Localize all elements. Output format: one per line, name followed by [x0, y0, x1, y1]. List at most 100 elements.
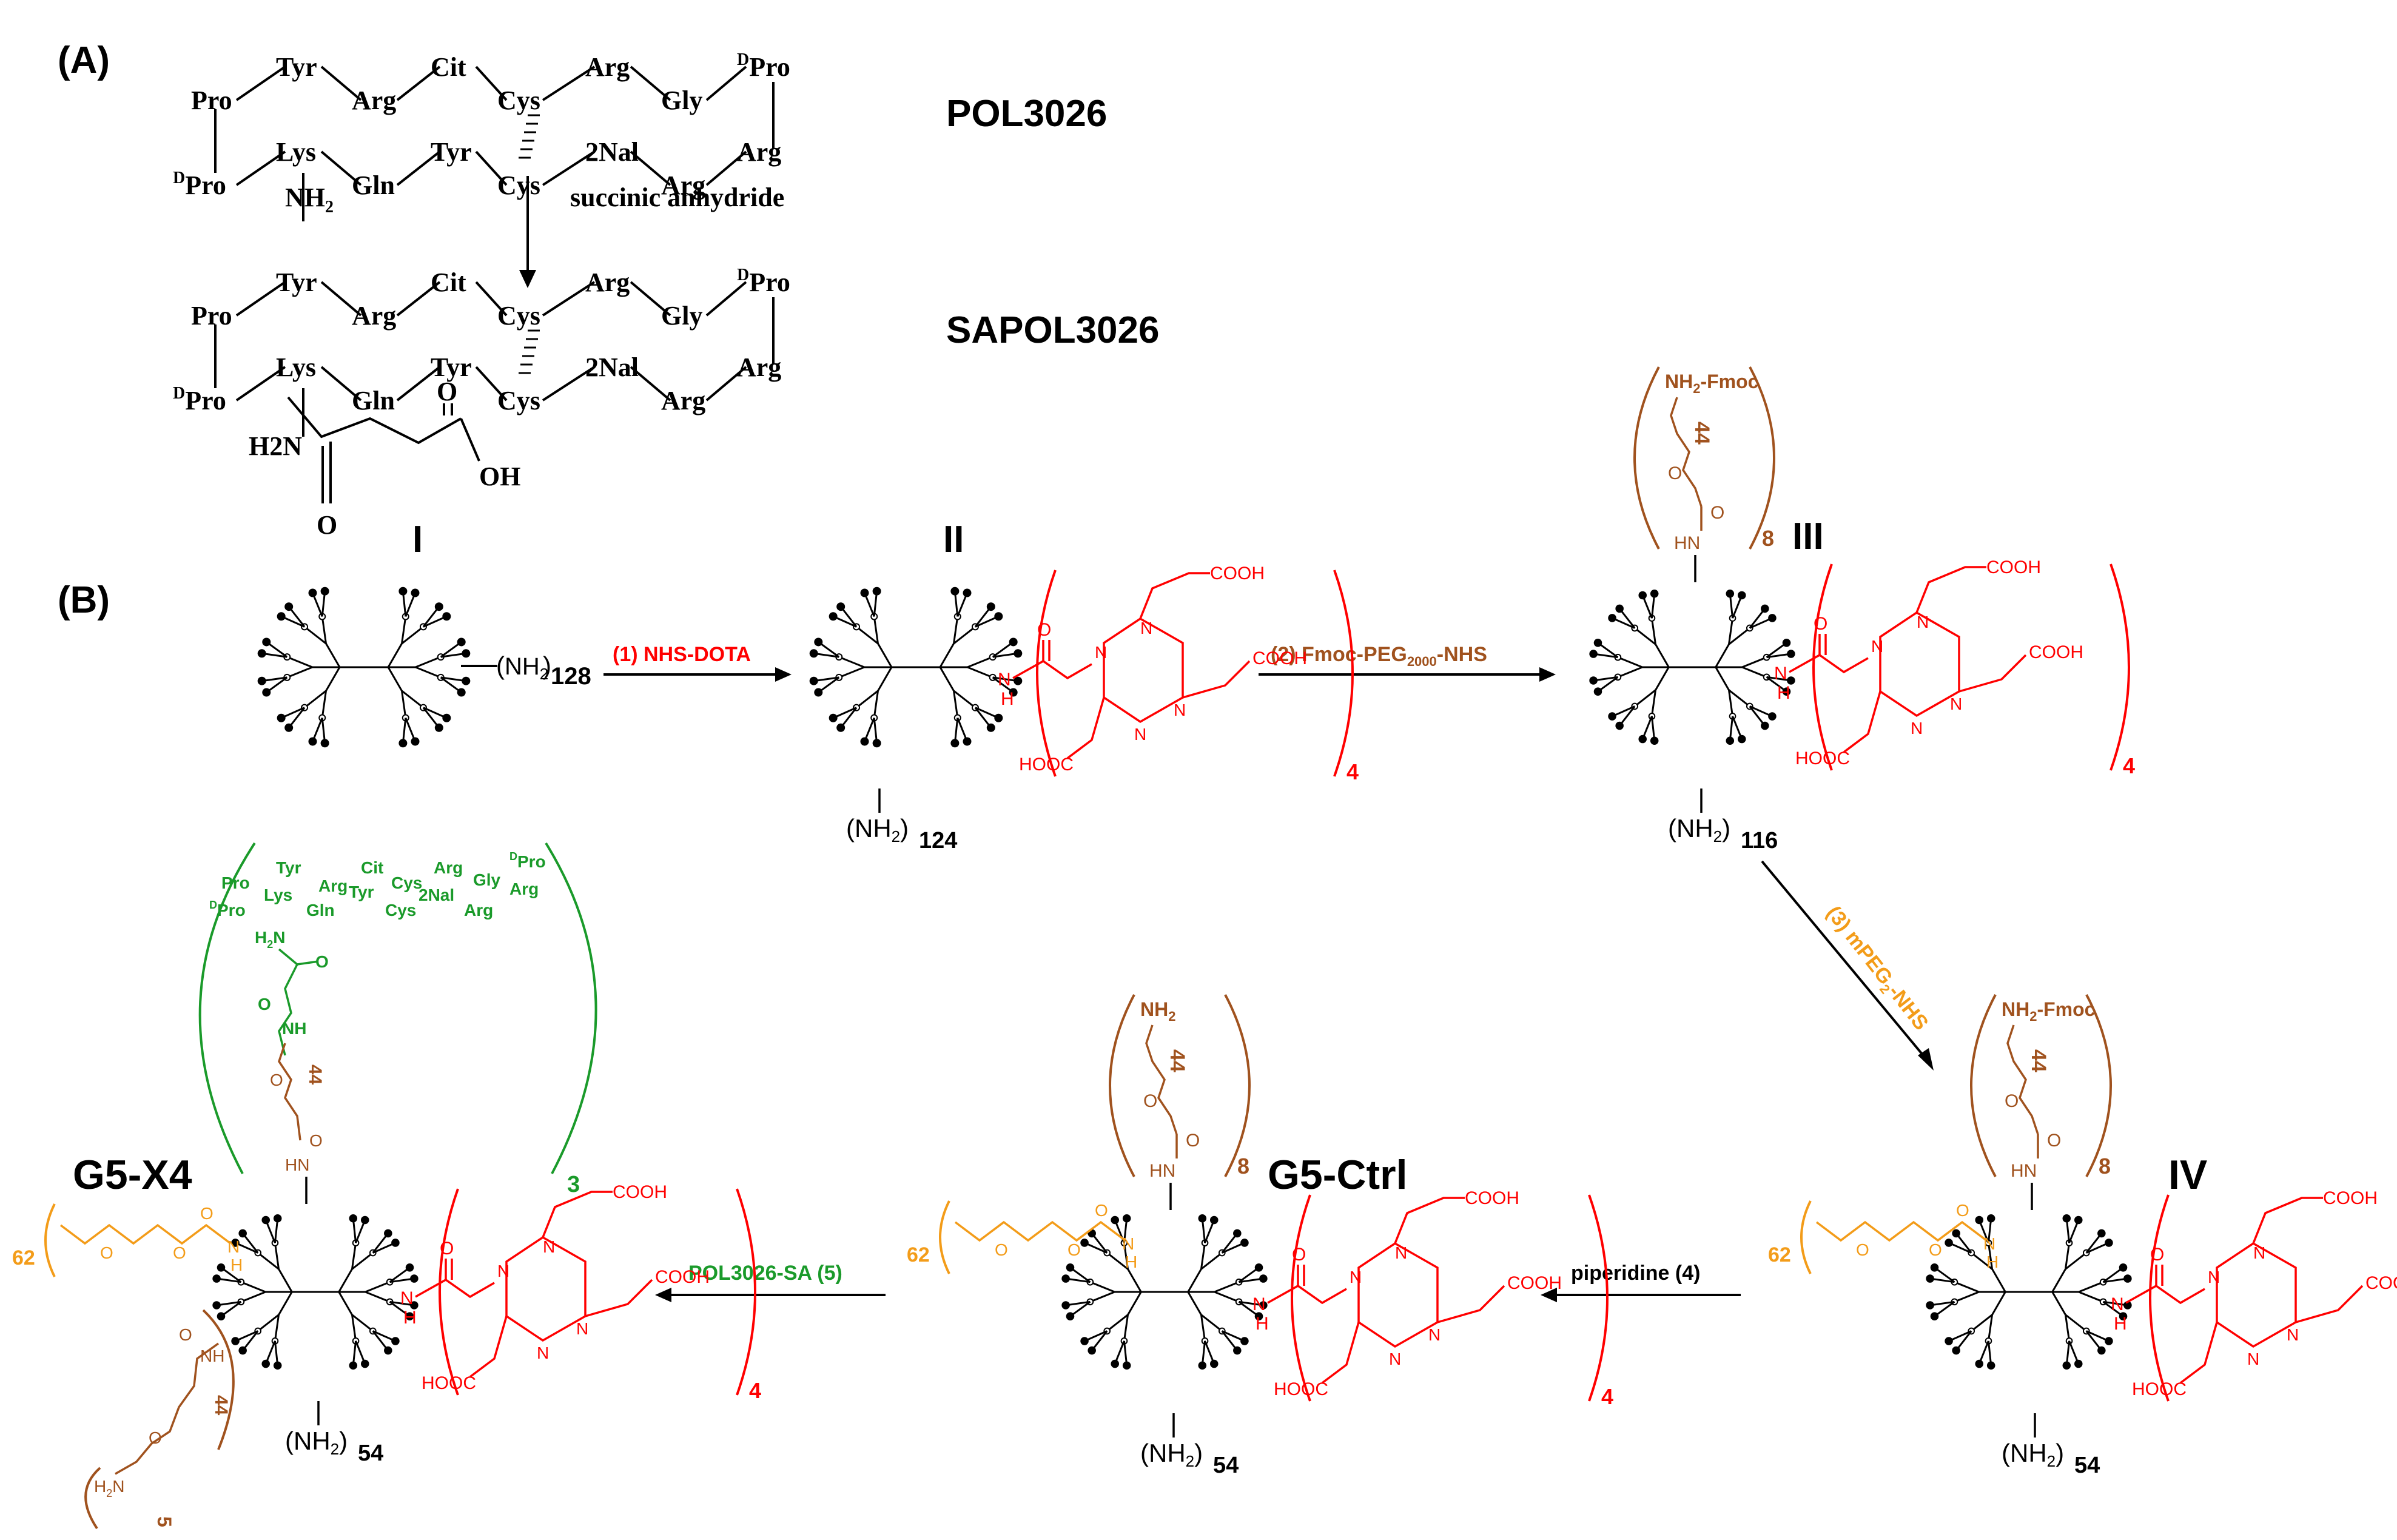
- peptide-bond: [705, 150, 747, 186]
- terminal-node: [212, 1274, 221, 1283]
- residue-top: Pro: [191, 86, 232, 115]
- terminal-node: [1254, 1312, 1263, 1320]
- branch: [1127, 1291, 1142, 1316]
- peptide-bond: [235, 66, 286, 101]
- peptide-bond: [396, 150, 441, 186]
- conj-residue-bottom: Tyr: [349, 883, 374, 901]
- terminal-node: [261, 1359, 271, 1368]
- peptide-bond: [542, 366, 596, 402]
- terminal-node: [1761, 604, 1769, 613]
- terminal-node: [349, 1214, 358, 1223]
- terminal-node: [1080, 1239, 1089, 1247]
- branch: [1741, 656, 1767, 668]
- nh2-count: 116: [1741, 828, 1778, 853]
- cooh-right: COOH: [2365, 1273, 2397, 1293]
- dendrimer-IV: [1926, 1214, 2132, 1370]
- branch: [1955, 1232, 1972, 1254]
- bracket-right: [2110, 563, 2130, 771]
- branch: [956, 717, 968, 742]
- mpeg-o2: O: [1067, 1240, 1081, 1259]
- conj-residue-top: Arg: [318, 876, 348, 895]
- carbonyl-o: O: [1095, 1201, 1108, 1220]
- branch: [401, 616, 407, 644]
- residue-top: Arg: [585, 52, 630, 82]
- terminal-node: [1737, 591, 1746, 600]
- lys-nh2: NH2: [285, 183, 334, 217]
- branch: [1650, 617, 1657, 645]
- mpeg-count: 62: [12, 1246, 35, 1269]
- terminal-node: [1952, 1346, 1960, 1355]
- terminal-node: [836, 723, 846, 732]
- carbonyl-o: O: [1710, 503, 1724, 523]
- acid-arm: [1139, 572, 1210, 619]
- succinyl-chain: [278, 948, 299, 1056]
- peg-chain: [1145, 1024, 1178, 1135]
- amide-n: N: [2111, 1294, 2124, 1314]
- residue-top: Gly: [661, 301, 702, 331]
- branch: [1634, 689, 1656, 707]
- terminal-node: [860, 737, 869, 746]
- branch: [440, 676, 462, 693]
- branch: [1091, 1232, 1108, 1254]
- terminal-node: [1926, 1274, 1934, 1283]
- branch: [1955, 1330, 1972, 1351]
- ring-ghost: [1104, 643, 1183, 698]
- conj-residue-bottom: Gln: [306, 901, 335, 920]
- branch: [422, 707, 440, 728]
- compound-III-label: III: [1792, 516, 1824, 557]
- branch: [967, 666, 993, 679]
- ring-n: N: [1395, 1243, 1407, 1262]
- branch: [2065, 1252, 2087, 1270]
- branch: [278, 1268, 293, 1293]
- terminal-node: [1975, 1359, 1984, 1368]
- residue-bottom: Arg: [661, 170, 705, 200]
- amide-hn: HN: [1674, 533, 1700, 553]
- branch: [2068, 1340, 2080, 1365]
- branch: [1200, 1314, 1206, 1342]
- ring-n: N: [1950, 694, 1962, 713]
- branch: [1106, 1252, 1129, 1270]
- ring-n: N: [1428, 1325, 1441, 1344]
- terminal-node: [262, 637, 271, 647]
- branch: [423, 615, 447, 628]
- conj-residue-top: Cys: [391, 873, 422, 892]
- branch: [351, 1314, 357, 1342]
- branch: [241, 1330, 259, 1351]
- acid-arm: [1437, 1285, 1505, 1323]
- branch: [1978, 1340, 1989, 1365]
- amide-h: H: [2114, 1314, 2127, 1334]
- branch: [1221, 1330, 1239, 1351]
- g5-x4-label: G5-X4: [73, 1152, 192, 1198]
- step3-label: (3) mPEG2-NHS: [1820, 902, 1933, 1037]
- branch: [1766, 642, 1787, 658]
- linker: [2125, 1284, 2205, 1305]
- branch: [240, 1291, 266, 1303]
- bracket-left: [1109, 994, 1135, 1177]
- peg-o: O: [2005, 1091, 2019, 1111]
- conj-residue-top: Cit: [361, 858, 383, 877]
- step2-label: (2) Fmoc-PEG2000-NHS: [1271, 643, 1487, 669]
- branch: [266, 641, 288, 658]
- step3-arrow: [1761, 860, 1934, 1071]
- amide-h: H: [1256, 1314, 1269, 1334]
- amide-n: N: [1983, 1234, 1995, 1253]
- terminal-node: [1615, 721, 1624, 730]
- ring-n: N: [1911, 719, 1923, 738]
- dendrimer-g5-ctrl: [1061, 1214, 1268, 1370]
- residue-bottom: DPro: [173, 384, 226, 415]
- pol3026-label: POL3026: [946, 93, 1107, 135]
- residue-bottom: Gln: [352, 386, 395, 415]
- terminal-node: [308, 737, 317, 746]
- terminal-node: [273, 1361, 282, 1370]
- terminal-node: [462, 649, 471, 658]
- branch: [355, 1340, 366, 1365]
- mpeg-o2: O: [173, 1243, 186, 1262]
- terminal-node: [986, 602, 995, 611]
- terminal-node: [1088, 1346, 1096, 1355]
- terminal-node: [2097, 1346, 2106, 1355]
- residue-top: Tyr: [276, 267, 317, 297]
